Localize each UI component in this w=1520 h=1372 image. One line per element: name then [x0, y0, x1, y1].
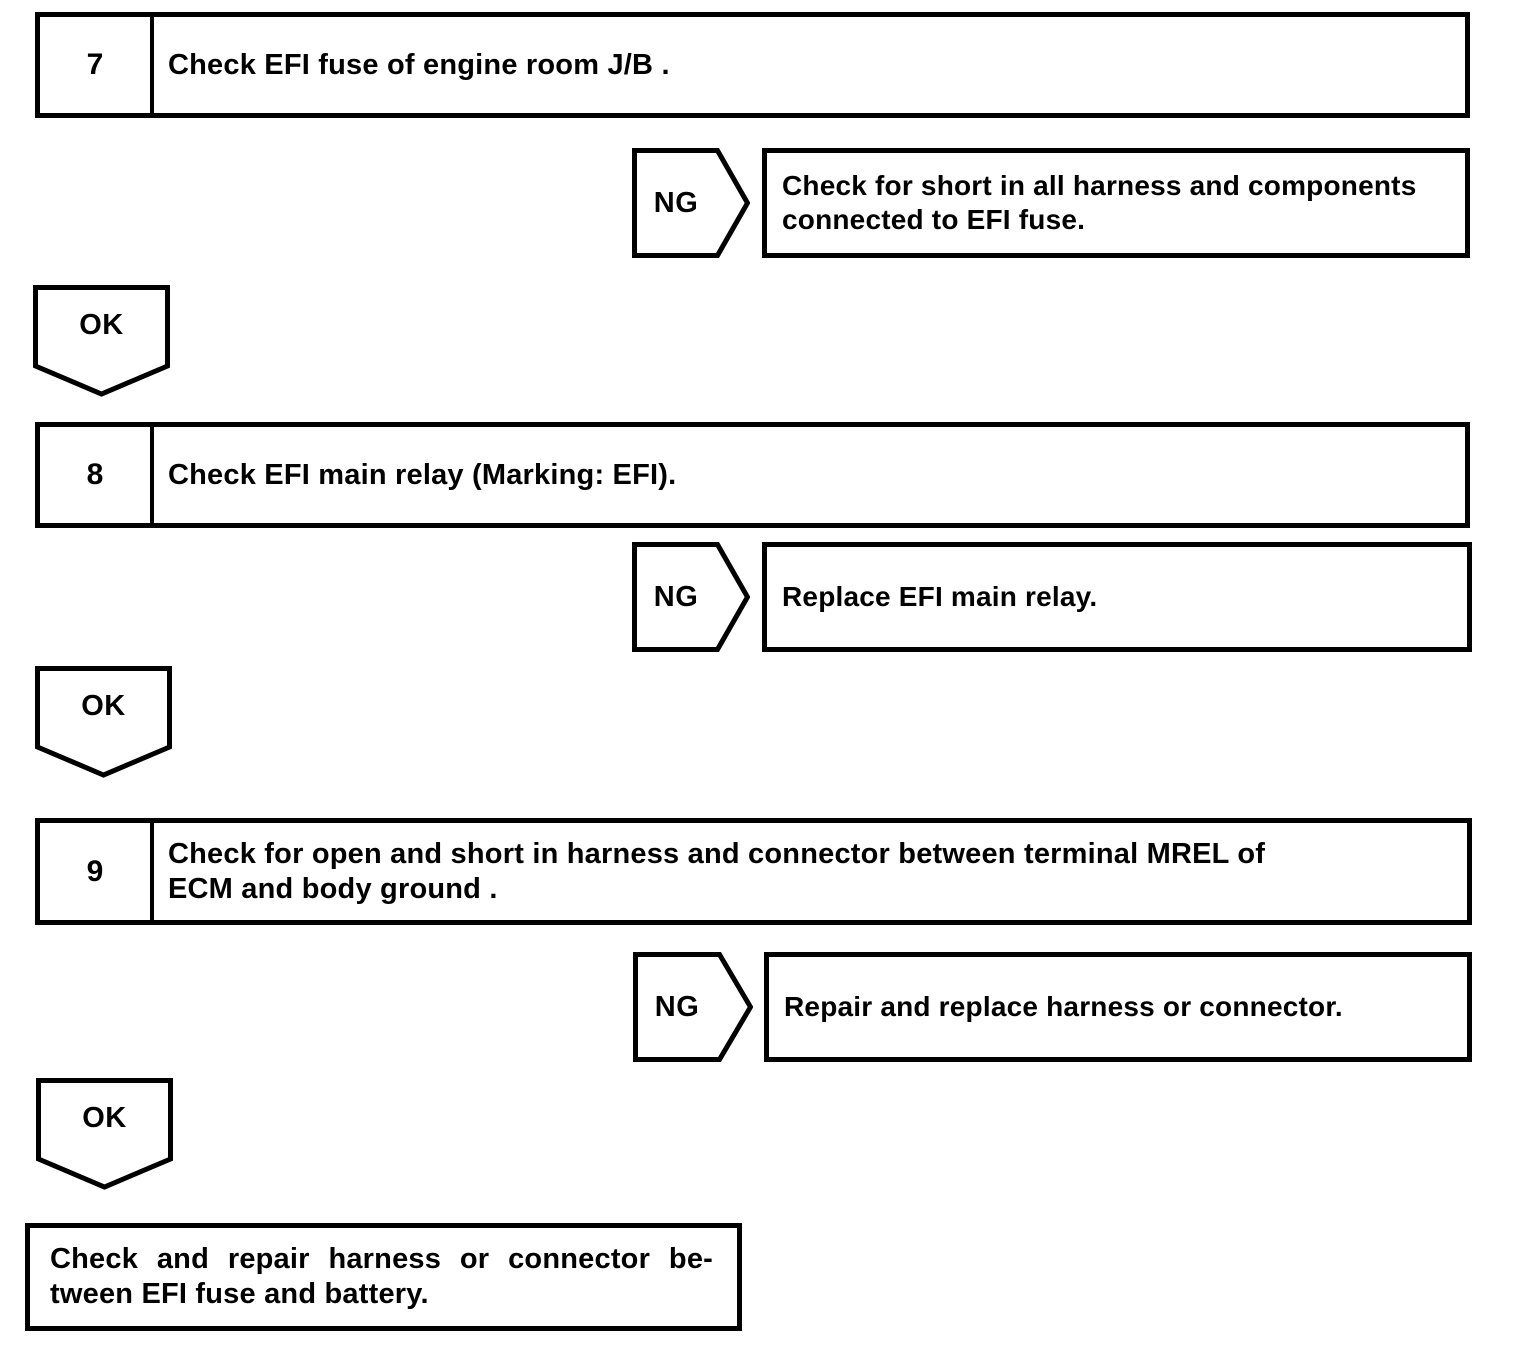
- ng-action-line: Replace EFI main relay.: [782, 581, 1098, 612]
- step-7-instruction: Check EFI fuse of engine room J/B .: [154, 17, 1465, 113]
- ng-arrow-label: NG: [653, 186, 699, 219]
- step-9-number: 9: [40, 823, 154, 920]
- final-action-box: Check and repair harness or connector be…: [25, 1223, 742, 1331]
- step-9-box: 9 Check for open and short in harness an…: [35, 818, 1472, 925]
- ok-arrow-icon: OK: [33, 285, 170, 397]
- ok-arrow-icon: OK: [35, 666, 172, 778]
- ng-arrow-icon: NG: [632, 148, 750, 258]
- step-7-instruction-line: Check EFI fuse of engine room J/B .: [168, 48, 670, 81]
- ng-action-box-1: Check for short in all harness and compo…: [762, 148, 1470, 258]
- ok-arrow-label: OK: [79, 308, 124, 341]
- step-8-number: 8: [40, 427, 154, 523]
- step-9-instruction: Check for open and short in harness and …: [154, 823, 1467, 920]
- ng-arrow-icon: NG: [633, 952, 753, 1062]
- ng-arrow-icon: NG: [632, 542, 750, 652]
- ng-action-line: Check for short in all harness and compo…: [782, 170, 1417, 201]
- ok-arrow-icon: OK: [36, 1078, 173, 1190]
- final-action-line: Check and repair harness or connector be…: [50, 1243, 713, 1275]
- ng-action-box-2: Replace EFI main relay.: [762, 542, 1472, 652]
- ok-arrow-label: OK: [81, 689, 126, 722]
- step-9-instruction-line: ECM and body ground .: [168, 872, 498, 905]
- ng-arrow-label: NG: [654, 990, 700, 1023]
- final-action-line: tween EFI fuse and battery.: [50, 1278, 429, 1310]
- step-7-box: 7 Check EFI fuse of engine room J/B .: [35, 12, 1470, 118]
- step-8-instruction: Check EFI main relay (Marking: EFI).: [154, 427, 1465, 523]
- ok-arrow-label: OK: [82, 1101, 127, 1134]
- step-7-number: 7: [40, 17, 154, 113]
- step-8-instruction-line: Check EFI main relay (Marking: EFI).: [168, 458, 677, 491]
- ng-action-line: connected to EFI fuse.: [782, 204, 1086, 235]
- ng-action-line: Repair and replace harness or connector.: [784, 991, 1343, 1022]
- step-8-box: 8 Check EFI main relay (Marking: EFI).: [35, 422, 1470, 528]
- step-9-instruction-line: Check for open and short in harness and …: [168, 837, 1266, 870]
- ng-action-box-3: Repair and replace harness or connector.: [764, 952, 1472, 1062]
- ng-arrow-label: NG: [653, 580, 699, 613]
